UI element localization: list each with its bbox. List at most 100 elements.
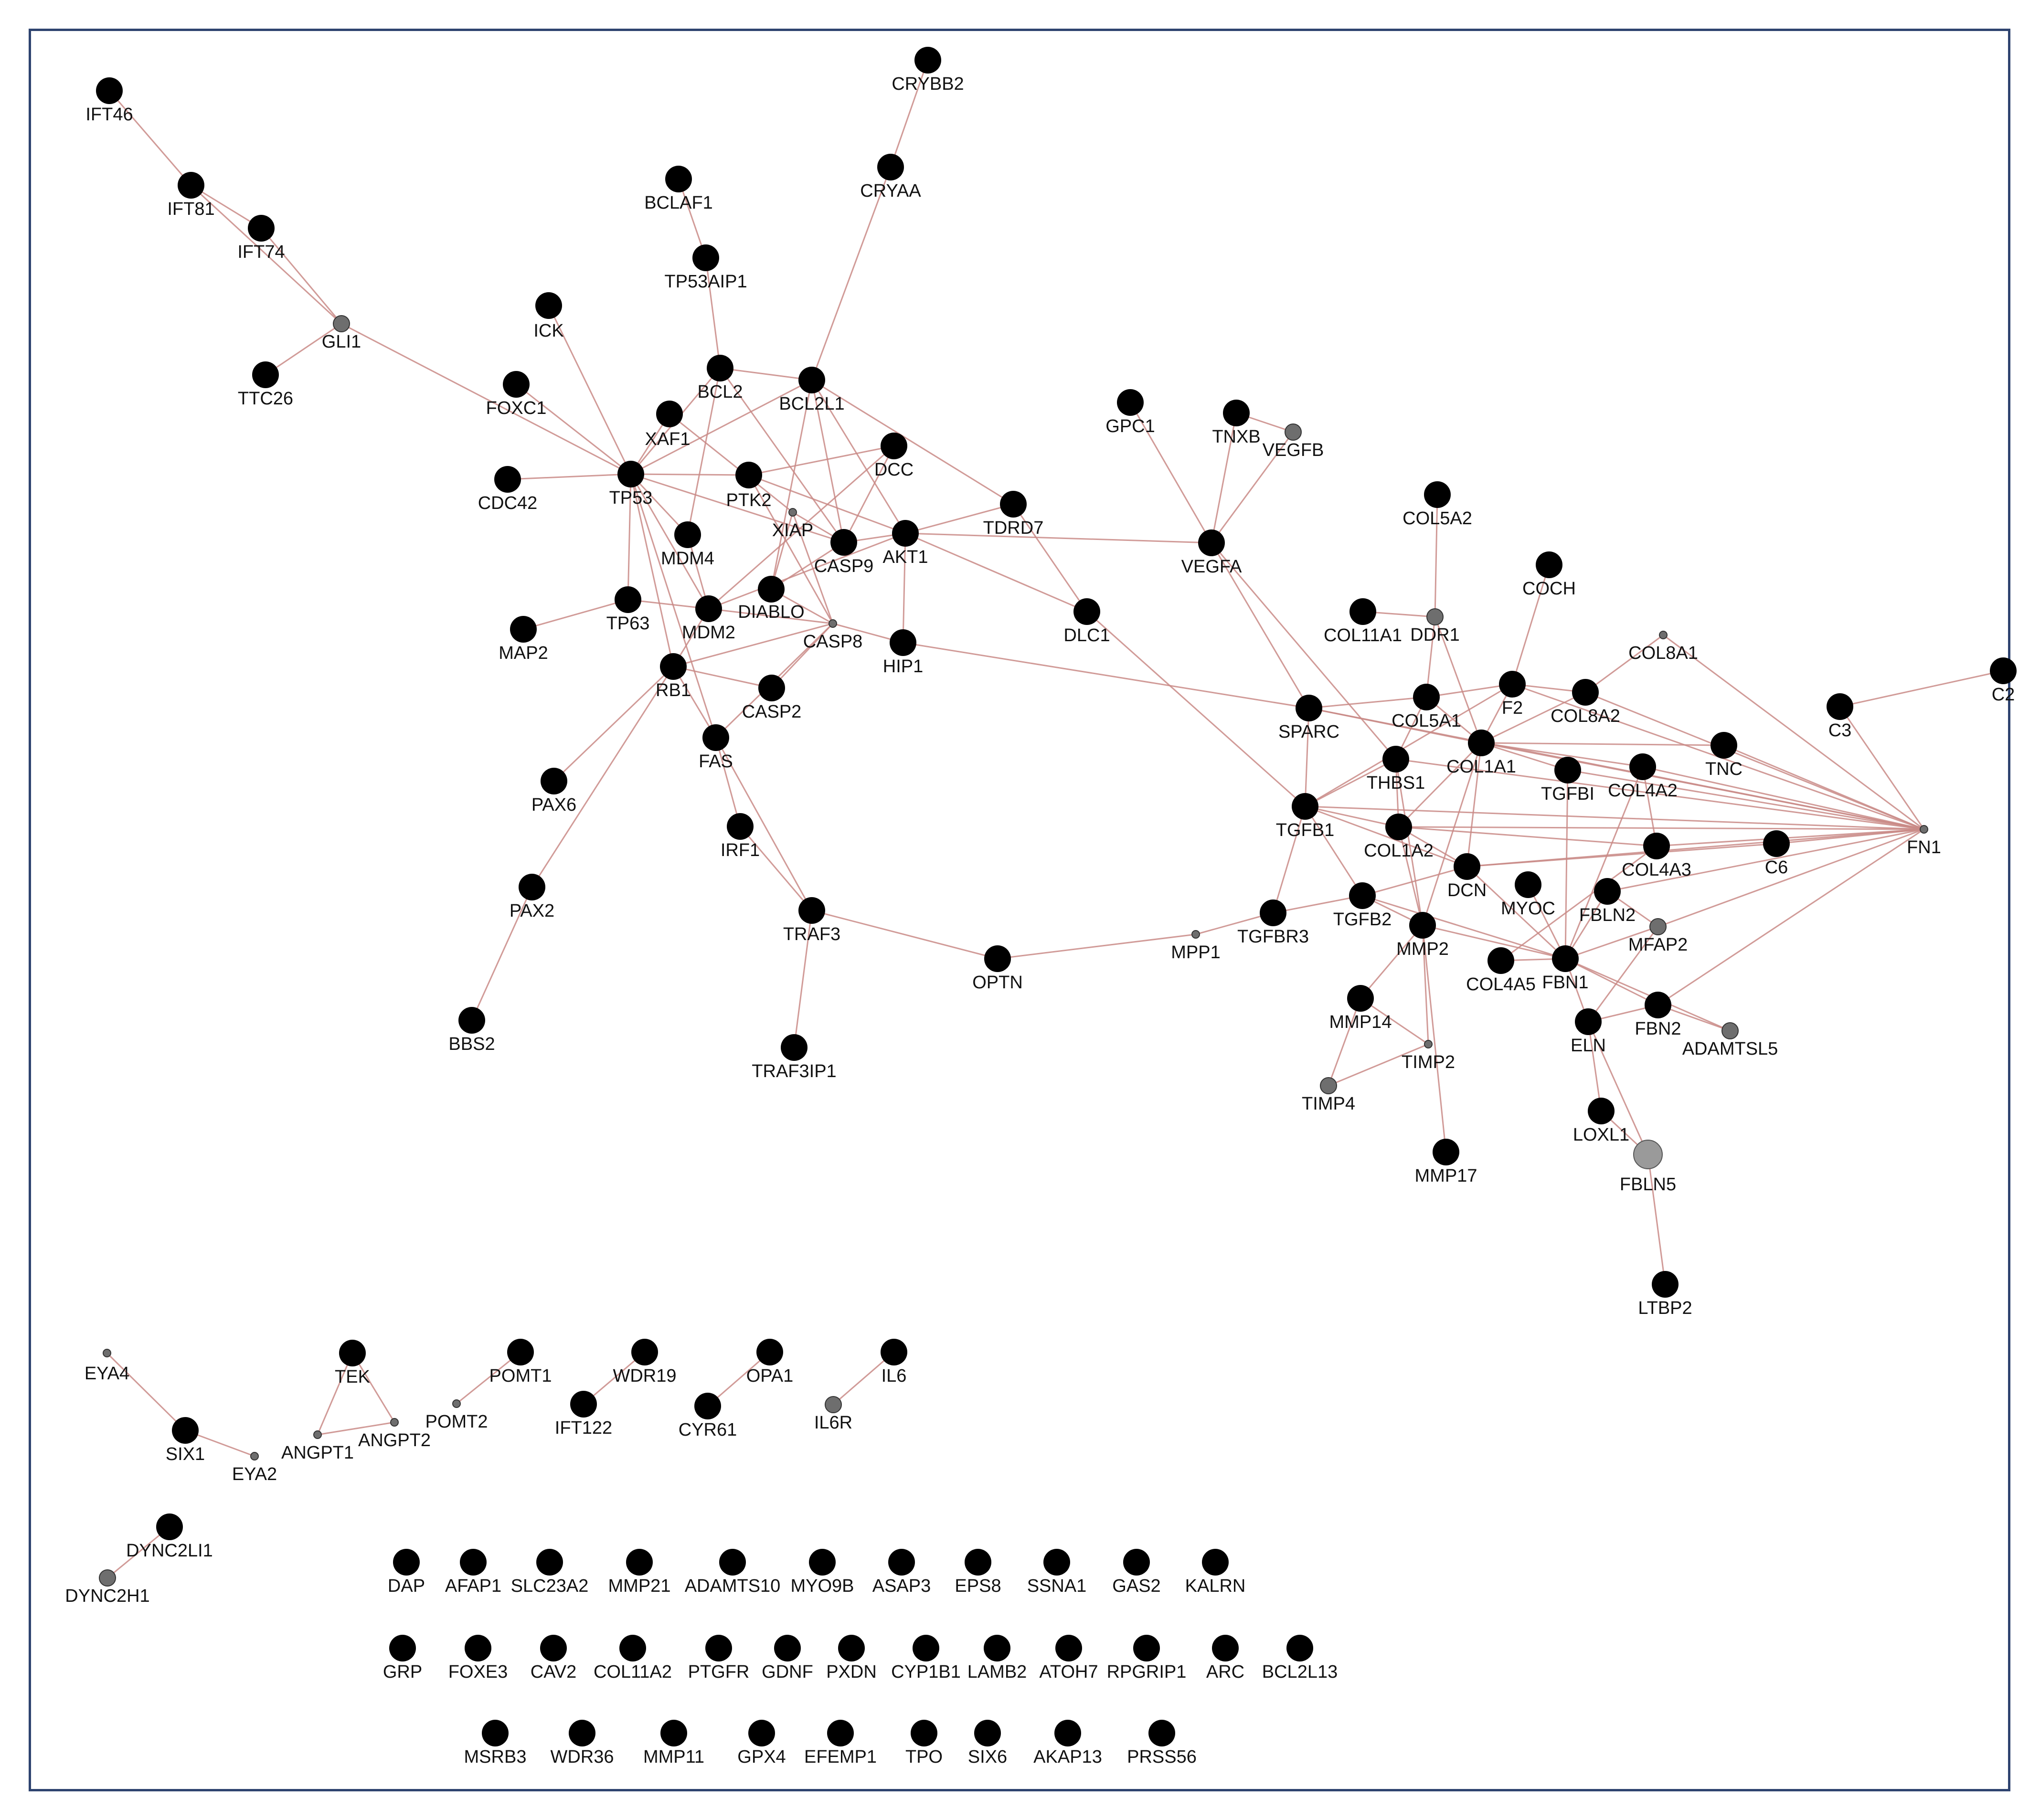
edge-c2-c3: [1839, 670, 2004, 708]
node-label-opa1: OPA1: [746, 1366, 794, 1386]
node-col5a1: COL5A1: [1392, 684, 1461, 731]
node-label-gli1: GLI1: [322, 332, 361, 352]
node-traf3ip1: TRAF3IP1: [752, 1034, 837, 1081]
node-dot-fbln5: [1633, 1140, 1663, 1169]
node-dot-diablo: [758, 576, 785, 603]
edge-fbn2-fn1: [1658, 828, 1924, 1006]
node-bcl2: BCL2: [697, 355, 743, 402]
node-gpx4: GPX4: [737, 1720, 786, 1767]
edge-irf1-traf3: [739, 826, 813, 911]
node-label-wdr19: WDR19: [613, 1366, 676, 1386]
node-label-tgfbi: TGFBI: [1541, 784, 1594, 804]
node-dot-lamb2: [984, 1635, 1010, 1661]
node-dot-col4a5: [1488, 947, 1514, 974]
node-label-eya2: EYA2: [232, 1464, 277, 1484]
node-label-traf3ip1: TRAF3IP1: [752, 1061, 836, 1081]
node-fbln5: FBLN5: [1620, 1140, 1676, 1195]
node-dot-col8a1: [1659, 631, 1668, 639]
node-label-lamb2: LAMB2: [967, 1662, 1027, 1682]
edge-col1a2-mmp2: [1398, 826, 1424, 926]
node-label-tpo: TPO: [905, 1747, 943, 1767]
edge-thbs1-fn1: [1395, 758, 1924, 830]
node-label-dcc: DCC: [874, 460, 914, 480]
node-label-col5a1: COL5A1: [1392, 711, 1461, 731]
node-sparc: SPARC: [1278, 695, 1339, 742]
node-dot-gdnf: [774, 1635, 801, 1661]
node-dot-ssna1: [1043, 1549, 1070, 1576]
edge-tp53-fas: [630, 474, 717, 738]
edge-col4a3-col4a5: [1500, 845, 1657, 962]
edge-tgfb1-dcn: [1305, 805, 1467, 868]
node-label-c6: C6: [1765, 857, 1788, 878]
node-dot-ltbp2: [1652, 1271, 1679, 1298]
edge-tdrd7-dlc1: [1012, 504, 1088, 612]
node-f2: F2: [1499, 671, 1526, 718]
node-ddr1: DDR1: [1410, 608, 1460, 645]
node-mmp17: MMP17: [1415, 1139, 1477, 1186]
node-label-angpt1: ANGPT1: [281, 1443, 354, 1463]
edge-dync2li1-dync2h1: [107, 1526, 170, 1579]
node-eya4: EYA4: [85, 1349, 129, 1384]
edge-tgfb1-tgfbr3: [1272, 806, 1306, 913]
node-label-coch: COCH: [1522, 579, 1576, 599]
node-label-timp4: TIMP4: [1302, 1094, 1355, 1114]
edge-timp2-timp4: [1328, 1043, 1429, 1087]
edge-optn-mpp1: [997, 933, 1196, 960]
edge-dlc1-tgfb1: [1086, 611, 1306, 807]
node-dot-tp53aip1: [692, 244, 719, 271]
edge-tnc-fn1: [1723, 744, 1924, 830]
node-dot-traf3: [798, 897, 825, 924]
edge-layer: [106, 60, 2004, 1579]
edge-tgfb1-tgfb2: [1304, 806, 1363, 896]
node-akap13: AKAP13: [1033, 1720, 1102, 1767]
node-wdr36: WDR36: [550, 1720, 614, 1767]
node-dot-tp53: [617, 461, 644, 487]
node-label-dync2h1: DYNC2H1: [65, 1586, 149, 1606]
node-dot-bcl2l13: [1286, 1635, 1313, 1661]
node-label-six1: SIX1: [166, 1444, 205, 1464]
node-label-msrb3: MSRB3: [464, 1747, 527, 1767]
edge-dcn-fbn1: [1466, 866, 1566, 960]
node-label-cyr61: CYR61: [679, 1420, 737, 1440]
node-label-angpt2: ANGPT2: [358, 1430, 431, 1450]
node-dot-ddr1: [1426, 608, 1444, 625]
node-label-diablo: DIABLO: [738, 602, 804, 622]
node-label-tp63: TP63: [606, 614, 650, 634]
node-label-fbn1: FBN1: [1542, 973, 1588, 993]
edge-ptk2-dcc: [748, 445, 894, 476]
node-dot-irf1: [727, 813, 754, 840]
edge-ift46-ift81: [108, 90, 192, 186]
edge-tp53-mdm2: [630, 474, 710, 609]
node-casp8: CASP8: [803, 619, 863, 652]
node-tp63: TP63: [606, 586, 650, 634]
node-casp9: CASP9: [814, 529, 873, 576]
node-fbn1: FBN1: [1542, 945, 1589, 993]
node-tgfb2: TGFB2: [1333, 882, 1392, 930]
node-tdrd7: TDRD7: [983, 491, 1043, 538]
node-dot-mpp1: [1191, 930, 1200, 939]
node-label-casp8: CASP8: [803, 632, 863, 652]
edge-mmp2-fbn1: [1422, 924, 1566, 960]
node-dot-gli1: [333, 315, 350, 332]
node-tnc: TNC: [1705, 732, 1742, 779]
node-label-arc: ARC: [1206, 1662, 1244, 1682]
node-label-gas2: GAS2: [1112, 1576, 1160, 1596]
node-label-gdnf: GDNF: [762, 1662, 813, 1682]
node-dot-casp2: [758, 675, 785, 701]
node-label-ltbp2: LTBP2: [1638, 1298, 1692, 1318]
edge-ttc26-gli1: [265, 323, 342, 376]
node-pomt1: POMT1: [489, 1339, 552, 1386]
node-dot-hip1: [890, 629, 916, 656]
node-dot-tnc: [1711, 732, 1737, 759]
edge-akt1-tdrd7: [905, 503, 1014, 534]
node-ift81: IFT81: [167, 172, 215, 219]
node-dot-il6: [881, 1339, 907, 1365]
edge-col4a2-col4a3: [1642, 766, 1658, 847]
node-label-il6r: IL6R: [814, 1413, 852, 1433]
edge-tek-angpt1: [317, 1353, 353, 1435]
node-tpo: TPO: [905, 1720, 943, 1767]
edge-coch-f2: [1511, 564, 1550, 685]
edge-tp53-casp9: [630, 473, 844, 543]
node-label-ift46: IFT46: [85, 105, 133, 125]
